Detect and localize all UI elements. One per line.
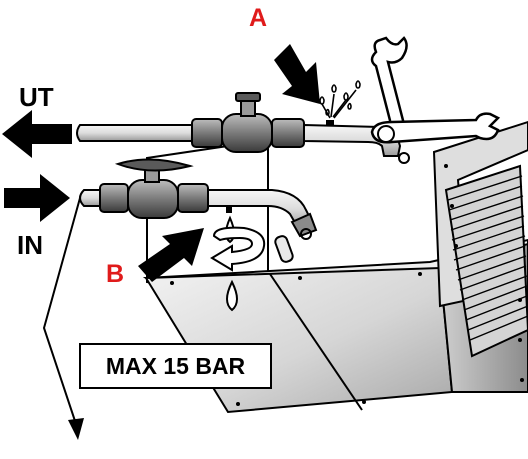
pressure-label-box: MAX 15 BAR	[79, 343, 272, 389]
arrow-right-icon	[138, 228, 204, 282]
outlet-label: UT	[19, 82, 54, 112]
air-grille	[444, 164, 528, 358]
drain-plug	[274, 235, 294, 263]
reference-arrow	[42, 197, 84, 440]
inlet-label: IN	[17, 230, 43, 260]
arrow-right-icon	[274, 44, 320, 104]
leak-spray-icon	[319, 80, 361, 119]
wrench-icon	[370, 36, 501, 164]
inlet-ball-valve	[114, 158, 194, 219]
inlet-pipe-fitting	[177, 183, 209, 213]
arrow-right-icon	[4, 174, 70, 222]
outlet-pipe-fitting	[271, 118, 305, 148]
outlet-pipe	[76, 92, 402, 157]
arrow-left-icon	[2, 110, 72, 158]
outlet-pipe-fitting	[191, 118, 223, 148]
inlet-pipe	[79, 158, 318, 240]
pressure-label: MAX 15 BAR	[105, 352, 246, 379]
rotate-arrow-icon	[210, 226, 266, 272]
marker-label-a: A	[249, 4, 268, 32]
inlet-pipe-fitting	[99, 183, 129, 213]
outlet-ball-valve	[221, 92, 273, 153]
marker-label-b: B	[106, 260, 125, 288]
